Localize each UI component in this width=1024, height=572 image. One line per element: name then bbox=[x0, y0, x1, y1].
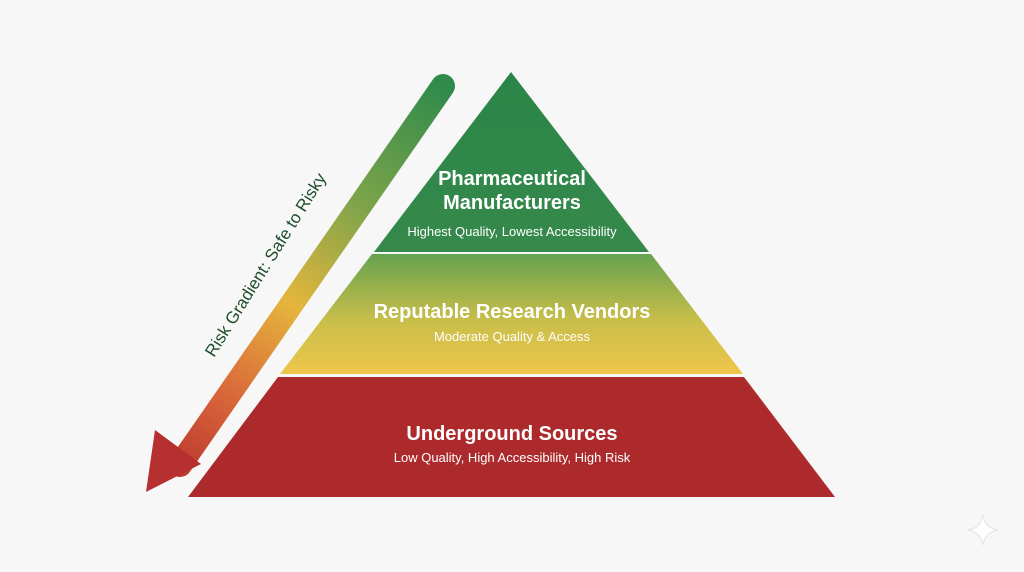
tier-1-title-line-2: Manufacturers bbox=[443, 192, 581, 214]
arrow-shaft bbox=[168, 74, 455, 477]
tier-middle-research-vendors bbox=[280, 254, 743, 374]
tier-3-title: Underground Sources bbox=[406, 423, 617, 445]
tier-bottom-underground bbox=[188, 377, 835, 497]
arrow-head bbox=[146, 430, 201, 492]
pyramid bbox=[188, 72, 835, 497]
tier-top-pharmaceutical bbox=[374, 72, 649, 252]
tier-3-subtitle: Low Quality, High Accessibility, High Ri… bbox=[394, 450, 631, 465]
tier-2-title: Reputable Research Vendors bbox=[374, 301, 651, 323]
tier-2-subtitle: Moderate Quality & Access bbox=[434, 329, 591, 344]
tier-1-subtitle: Highest Quality, Lowest Accessibility bbox=[407, 224, 617, 239]
risk-gradient-arrow bbox=[146, 74, 455, 492]
tier-1-title-line-1: Pharmaceutical bbox=[438, 168, 586, 190]
sparkle-icon bbox=[967, 514, 999, 546]
